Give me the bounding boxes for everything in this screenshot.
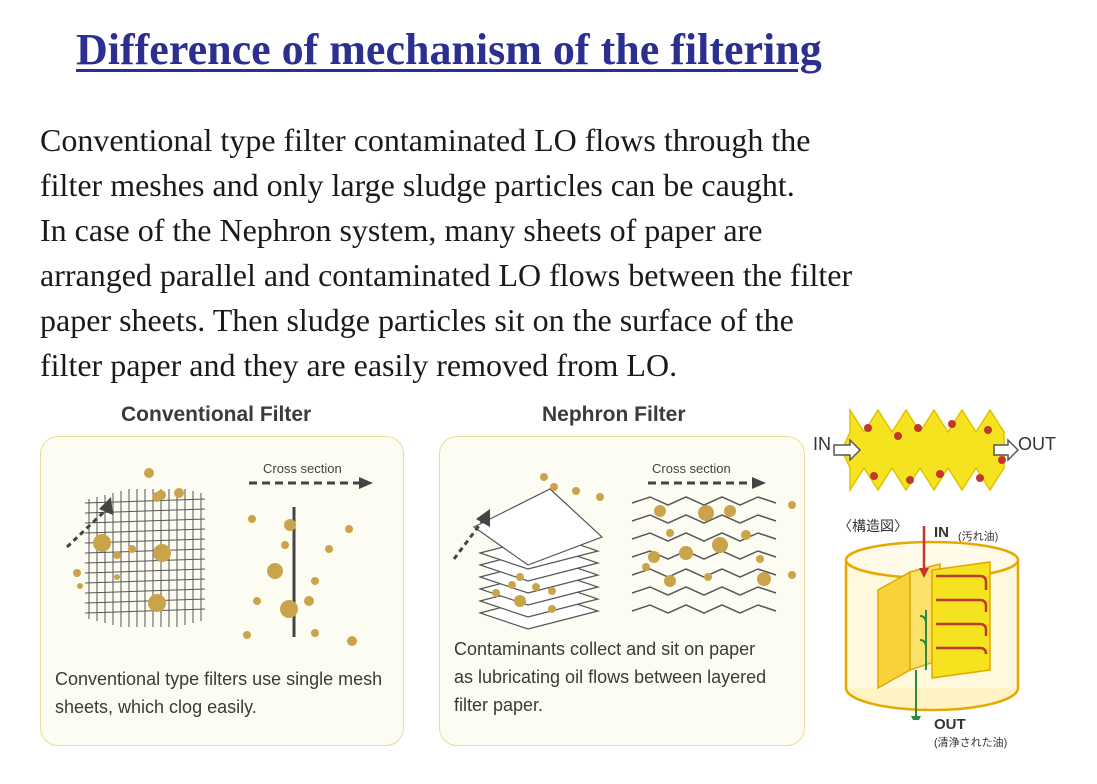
sludge-dots	[864, 420, 1006, 484]
oil-flow-lines	[936, 574, 988, 655]
nephron-filter-illustration	[452, 473, 796, 630]
caption-line: sheets, which clog easily.	[55, 697, 257, 717]
flow-arrow	[452, 509, 490, 560]
caption-line: as lubricating oil flows between layered	[454, 667, 767, 687]
structure-out-label: OUT	[934, 716, 966, 733]
sludge-particles	[73, 468, 184, 612]
nephron-filter-card: Cross section Contaminants collect and s…	[439, 436, 805, 746]
nephron-filter-heading: Nephron Filter	[542, 403, 686, 426]
paragraph-line: filter meshes and only large sludge part…	[40, 167, 795, 203]
paragraph-line: Conventional type filter contaminated LO…	[40, 122, 811, 158]
filter-structure-diagram	[844, 526, 1020, 720]
flow-out-label: OUT	[1018, 434, 1056, 454]
zigzag-flow-diagram	[833, 407, 1020, 493]
paragraph-line: paper sheets. Then sludge particles sit …	[40, 302, 794, 338]
paragraph-line: filter paper and they are easily removed…	[40, 347, 678, 383]
description-paragraph: Conventional type filter contaminated LO…	[40, 118, 1080, 388]
filter-element-left	[877, 570, 911, 690]
page-title: Difference of mechanism of the filtering	[76, 25, 822, 74]
clean-oil-flow	[915, 610, 927, 718]
cross-section-particles	[642, 501, 796, 587]
caption-line: Conventional type filters use single mes…	[55, 669, 383, 689]
paper-sheet-stack	[472, 488, 604, 630]
cross-section-arrowhead	[359, 477, 373, 489]
structure-label: 〈構造図〉	[838, 518, 908, 534]
caption-line: filter paper.	[454, 695, 544, 715]
paragraph-line: arranged parallel and contaminated LO fl…	[40, 257, 853, 293]
sludge-particles	[492, 473, 604, 613]
nephron-filter-caption: Contaminants collect and sit on paper as…	[454, 635, 766, 719]
out-flow-arrowhead	[911, 716, 921, 720]
flow-arrow	[65, 497, 113, 549]
structure-out-sub: (清浄された油)	[934, 737, 1008, 749]
filter-mesh	[84, 489, 206, 627]
cross-section-label: Cross section	[652, 461, 731, 476]
structure-in-label: IN	[934, 524, 949, 541]
flow-in-label: IN	[813, 434, 831, 454]
out-arrow	[993, 438, 1020, 462]
filter-element-right	[931, 561, 991, 679]
conventional-filter-heading: Conventional Filter	[121, 403, 312, 426]
structure-in-sub: (汚れ油)	[958, 531, 999, 543]
conventional-filter-caption: Conventional type filters use single mes…	[55, 665, 382, 721]
cross-section-label: Cross section	[263, 461, 342, 476]
in-arrow	[833, 438, 862, 462]
paragraph-line: In case of the Nephron system, many shee…	[40, 212, 763, 248]
caption-line: Contaminants collect and sit on paper	[454, 639, 756, 659]
cross-section-particles	[243, 515, 357, 646]
conventional-filter-illustration	[65, 468, 373, 646]
cross-section-arrowhead	[752, 477, 766, 489]
conventional-filter-card: Cross section Conventional type filters …	[40, 436, 404, 746]
